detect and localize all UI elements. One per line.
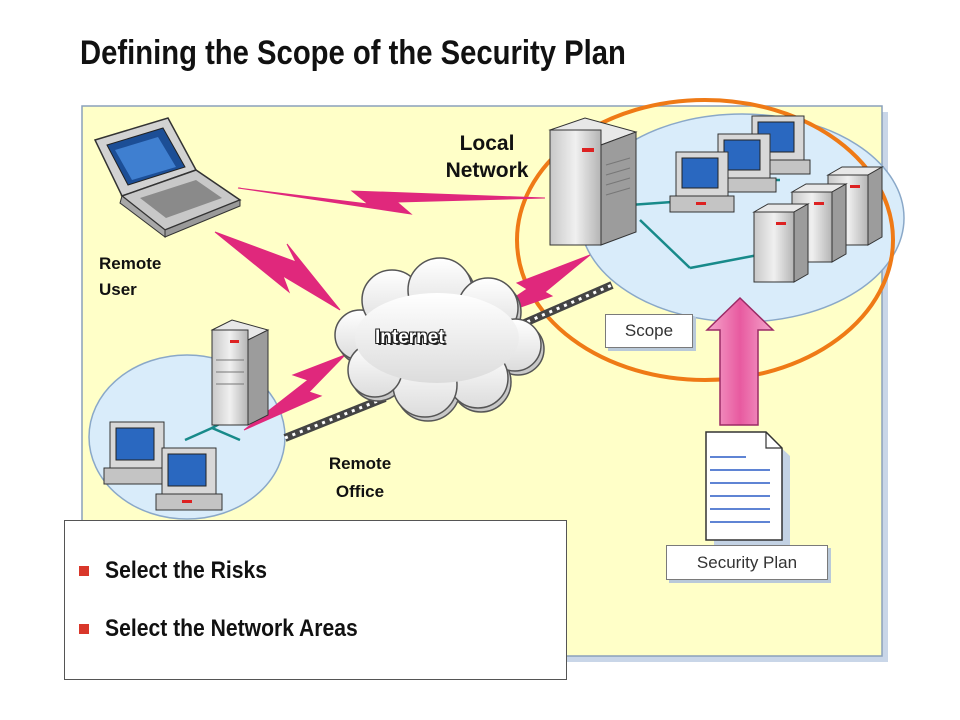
remote-office-label: Remote Office (300, 450, 420, 506)
leased-line-local (518, 281, 614, 329)
arrow-up-icon (705, 296, 775, 426)
desktop-computer-icon (669, 115, 811, 213)
lightning-icon (214, 187, 591, 431)
scope-label: Scope (605, 314, 693, 348)
remote-user-label: Remote User (99, 251, 161, 303)
laptop-icon (93, 117, 242, 239)
internet-label: Internet (375, 327, 445, 348)
bullet-text: Select the Risks (105, 557, 268, 584)
server-icon (548, 117, 638, 246)
desktop-computer-icon (103, 421, 223, 511)
slide-title: Defining the Scope of the Security Plan (80, 34, 626, 72)
local-network-label: Local Network (432, 130, 542, 184)
server-icon (210, 319, 270, 426)
remote-user-label-line2: User (99, 280, 137, 299)
server-icon (752, 166, 884, 283)
local-network-label-line2: Network (445, 159, 529, 182)
bullet-item: Select the Risks (79, 557, 289, 585)
leased-line-office (283, 394, 387, 442)
bullet-list: Select the Risks Select the Network Area… (64, 520, 567, 680)
remote-office-label-line2: Office (335, 482, 385, 501)
bullet-marker-icon (79, 624, 89, 634)
local-network-label-line1: Local (459, 132, 515, 155)
internet-cloud (334, 257, 542, 418)
remote-user-label-line1: Remote (99, 254, 162, 273)
bullet-item: Select the Network Areas (79, 615, 392, 643)
document-icon (705, 431, 790, 549)
bullet-text: Select the Network Areas (105, 615, 358, 642)
bullet-marker-icon (79, 566, 89, 576)
security-plan-label: Security Plan (666, 545, 828, 580)
scope-ring (515, 98, 895, 382)
remote-office-label-line1: Remote (328, 454, 392, 473)
